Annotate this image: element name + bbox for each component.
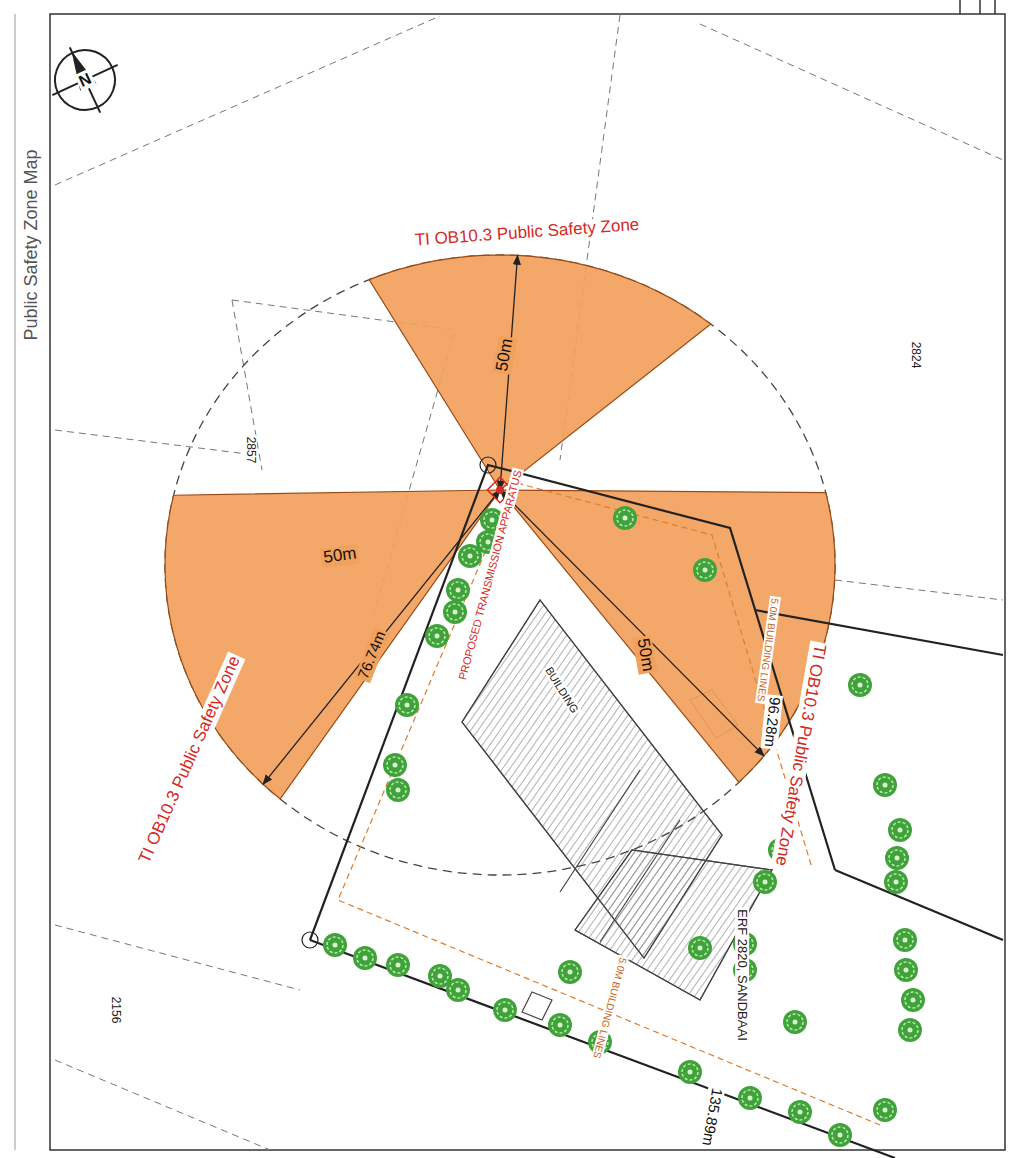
boundary-dimension: 135.89m xyxy=(698,1085,725,1149)
tree xyxy=(678,1060,702,1084)
erf-number: 2156 xyxy=(108,995,121,1026)
north-label: N xyxy=(74,69,96,92)
safety-zone xyxy=(165,490,500,799)
tree xyxy=(894,958,918,982)
tree xyxy=(738,1086,762,1110)
tree xyxy=(443,600,467,624)
tree xyxy=(558,960,582,984)
tree xyxy=(688,936,712,960)
tree xyxy=(383,753,407,777)
tree xyxy=(493,998,517,1022)
tree xyxy=(873,773,897,797)
zone-label: TI OB10.3 Public Safety Zone xyxy=(412,216,642,251)
building-line-label: 5.0M BUILDING LINES xyxy=(755,596,781,704)
building-line xyxy=(338,478,880,1125)
boundary-dimension: 76.74m xyxy=(354,627,390,683)
tree xyxy=(613,506,637,530)
erf-number: 2824 xyxy=(908,340,921,371)
apparatus-label: PROPOSED TRANSMISSION APPARATUS xyxy=(456,467,525,683)
tree xyxy=(458,544,482,568)
tree xyxy=(323,933,347,957)
building-line-label: 5.0M BUILDING LINES xyxy=(591,954,630,1061)
tree xyxy=(446,978,470,1002)
tree xyxy=(753,870,777,894)
tree xyxy=(848,673,872,697)
erf-name: ERF 2820, SANDBAAI xyxy=(735,907,749,1043)
tree xyxy=(548,1013,572,1037)
tree xyxy=(885,846,909,870)
sheet-frame xyxy=(15,0,1005,1150)
tree xyxy=(693,558,717,582)
tree xyxy=(395,693,419,717)
tree xyxy=(828,1123,852,1147)
tree xyxy=(783,1010,807,1034)
radius-label: 50m xyxy=(633,635,658,675)
tree xyxy=(873,1098,897,1122)
tree xyxy=(425,624,449,648)
tree xyxy=(888,818,912,842)
tree xyxy=(386,953,410,977)
radius-label: 50m xyxy=(320,544,359,568)
tree xyxy=(788,1100,812,1124)
radius-label: 50m xyxy=(493,335,518,375)
tree xyxy=(898,1018,922,1042)
tree xyxy=(901,988,925,1012)
tree xyxy=(386,778,410,802)
building-label: BUILDING xyxy=(542,663,582,717)
radius-dimension xyxy=(263,490,500,784)
safety-radius xyxy=(165,255,835,875)
erf-boundaries xyxy=(55,15,1003,1150)
zone-label: TI OB10.3 Public Safety Zone xyxy=(135,652,245,869)
tree xyxy=(446,578,470,602)
plot-boundary xyxy=(302,457,1003,1158)
north-arrow xyxy=(37,32,133,128)
tree xyxy=(893,928,917,952)
tree xyxy=(884,870,908,894)
trees xyxy=(323,506,925,1147)
tree xyxy=(353,946,377,970)
zone-label: TI OB10.3 Public Safety Zone xyxy=(771,641,829,870)
safety-zone xyxy=(369,255,711,490)
map-title: Public Safety Zone Map xyxy=(22,147,42,342)
building-outline xyxy=(462,600,772,1000)
erf-number: 2857 xyxy=(243,435,256,466)
